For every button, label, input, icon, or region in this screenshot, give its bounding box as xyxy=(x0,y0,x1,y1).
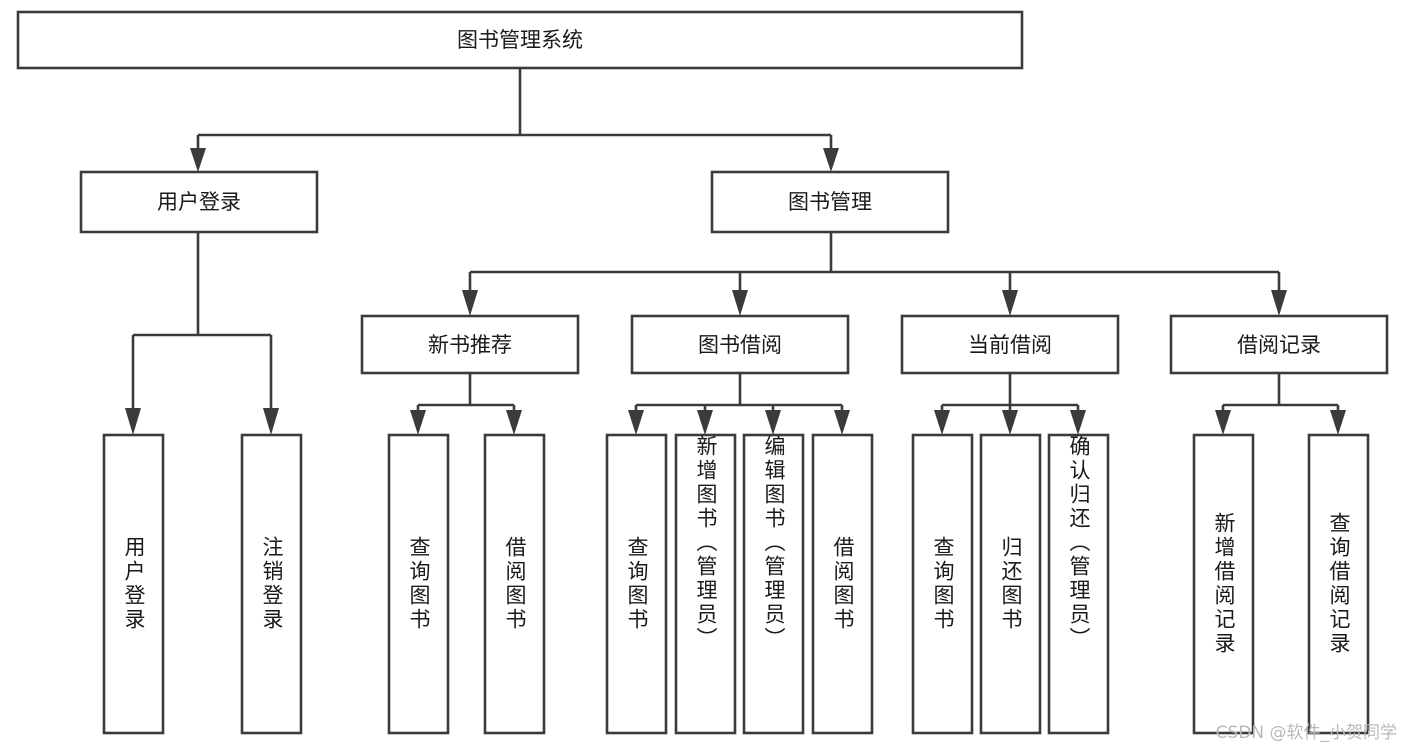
node-new-book-recommend-box[interactable] xyxy=(360,314,580,375)
leaf-edit-book-admin-box[interactable] xyxy=(742,433,805,735)
node-book-borrow-box[interactable] xyxy=(630,314,850,375)
leaf-confirm-return-admin-box[interactable] xyxy=(1047,433,1110,735)
node-book-borrow-label: 图书借阅 xyxy=(698,333,782,357)
node-borrow-record-label: 借阅记录 xyxy=(1237,333,1321,357)
node-current-borrow-label: 当前借阅 xyxy=(968,333,1052,357)
node-borrow-record[interactable]: 借阅记录 xyxy=(1169,314,1389,375)
leaf-borrow-book-1-box[interactable] xyxy=(483,433,546,735)
node-book-manage-box[interactable] xyxy=(710,170,950,234)
arrowhead-leaf-query-book-1 xyxy=(410,410,426,435)
connector-layer xyxy=(125,68,1346,435)
node-root-box[interactable] xyxy=(16,10,1024,70)
leaf-logout-login-box[interactable] xyxy=(240,433,303,735)
leaf-query-book-3-box[interactable] xyxy=(911,433,974,735)
leaf-query-book-2-box[interactable] xyxy=(605,433,668,735)
arrowhead-leaf-query-book-3 xyxy=(934,410,950,435)
leaf-query-book-1-box[interactable] xyxy=(387,433,450,735)
arrowhead-leaf-query-borrow-record xyxy=(1330,410,1346,435)
arrowhead-leaf-logout-login xyxy=(263,408,279,435)
arrowhead-leaf-borrow-book-2 xyxy=(834,410,850,435)
node-new-book-recommend[interactable]: 新书推荐 xyxy=(360,314,580,375)
arrowhead-leaf-borrow-book-1 xyxy=(506,410,522,435)
arrowhead-leaf-add-book-admin xyxy=(697,410,713,435)
leaf-user-login-box[interactable] xyxy=(102,433,165,735)
node-user-login-label: 用户登录 xyxy=(157,190,241,214)
arrowhead-leaf-return-book xyxy=(1002,410,1018,435)
arrowhead-leaf-add-borrow-record xyxy=(1215,410,1231,435)
arrowhead-current-borrow xyxy=(1002,290,1018,316)
arrowhead-book-borrow xyxy=(732,290,748,316)
node-root-label: 图书管理系统 xyxy=(457,28,583,52)
leaf-return-book-box[interactable] xyxy=(979,433,1042,735)
arrowhead-leaf-edit-book-admin xyxy=(765,410,781,435)
node-book-manage-label: 图书管理 xyxy=(788,190,872,214)
node-current-borrow-box[interactable] xyxy=(900,314,1120,375)
node-user-login-box[interactable] xyxy=(79,170,319,234)
node-book-manage[interactable]: 图书管理 xyxy=(710,170,950,234)
node-borrow-record-box[interactable] xyxy=(1169,314,1389,375)
arrowhead-borrow-record xyxy=(1271,290,1287,316)
leaf-add-book-admin-box[interactable] xyxy=(674,433,737,735)
arrowhead-new-book-recommend xyxy=(462,290,478,316)
arrowhead-leaf-query-book-2 xyxy=(628,410,644,435)
arrowhead-book-manage xyxy=(823,148,839,172)
arrowhead-leaf-confirm-return-admin xyxy=(1070,410,1086,435)
node-new-book-recommend-label: 新书推荐 xyxy=(428,333,512,357)
arrowhead-user-login xyxy=(190,148,206,172)
node-current-borrow[interactable]: 当前借阅 xyxy=(900,314,1120,375)
leaf-borrow-book-2-box[interactable] xyxy=(811,433,874,735)
leaf-query-borrow-record-box[interactable] xyxy=(1307,433,1370,735)
node-layer: 图书管理系统 用户登录 图书管理 新书推荐 图书借阅 xyxy=(16,10,1389,735)
node-user-login[interactable]: 用户登录 xyxy=(79,170,319,234)
node-root[interactable]: 图书管理系统 xyxy=(16,10,1024,70)
watermark-text: CSDN @软件_小贺同学 xyxy=(1215,723,1397,743)
node-book-borrow[interactable]: 图书借阅 xyxy=(630,314,850,375)
leaf-add-borrow-record-box[interactable] xyxy=(1192,433,1255,735)
arrowhead-leaf-user-login xyxy=(125,408,141,435)
